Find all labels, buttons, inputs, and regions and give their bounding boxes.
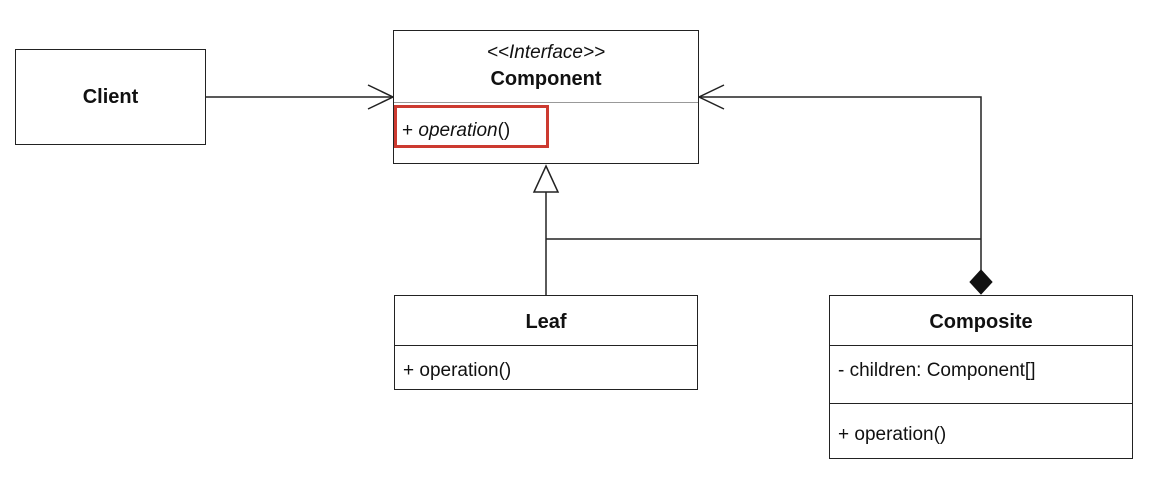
client-class-name: Client: [82, 85, 139, 108]
composite-association-arrowhead: [697, 84, 725, 110]
component-divider: [394, 102, 698, 103]
composite-children-field: - children: Component[]: [838, 360, 1036, 381]
component-operation-name: operation: [418, 120, 498, 141]
component-stereotype: <<Interface>>: [486, 42, 606, 63]
component-operation-prefix: +: [402, 120, 419, 141]
composite-to-component-line: [699, 96, 982, 270]
composite-operation: + operation(): [838, 424, 947, 445]
leaf-divider: [395, 345, 697, 346]
composite-class: Composite - children: Component[] + oper…: [829, 295, 1133, 459]
composite-divider-bottom: [830, 403, 1132, 404]
leaf-class-name: Leaf: [525, 311, 567, 333]
client-class: Client: [15, 49, 206, 145]
leaf-class: Leaf + operation(): [394, 295, 698, 390]
operation-highlight-box: [394, 105, 549, 148]
component-operation-suffix: (): [497, 120, 511, 141]
component-operation: + operation(): [402, 120, 510, 142]
composite-class-name: Composite: [929, 311, 1033, 333]
composition-diamond: [969, 269, 993, 295]
leaf-operation: + operation(): [403, 360, 512, 381]
composite-divider-top: [830, 345, 1132, 346]
component-class-name: Component: [490, 68, 602, 90]
inheritance-triangle: [532, 164, 560, 193]
